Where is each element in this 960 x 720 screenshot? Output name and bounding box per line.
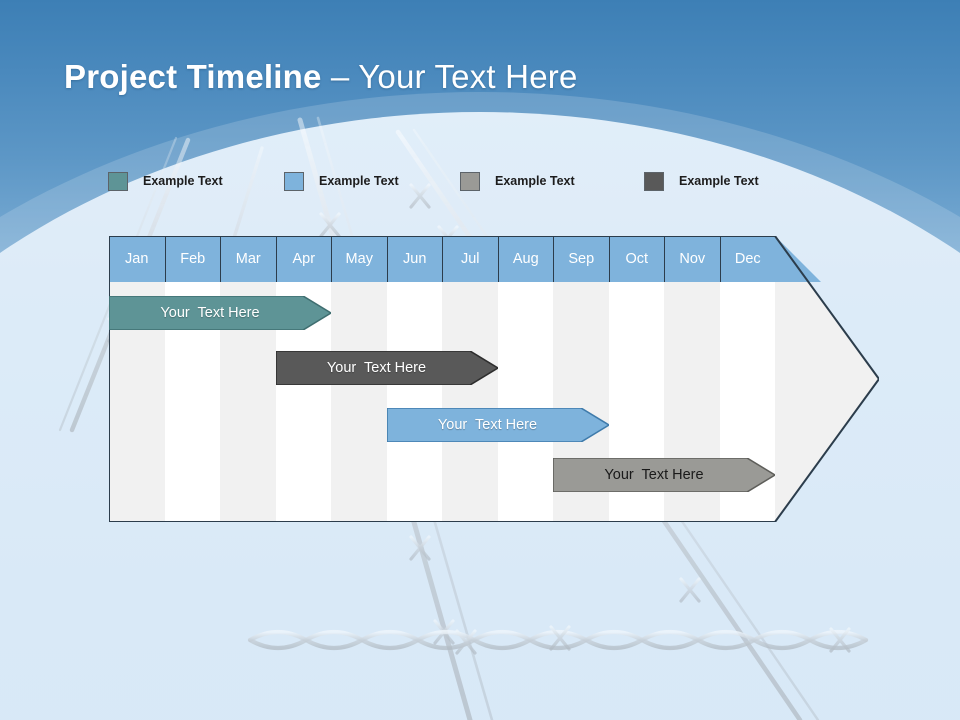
task-bar[interactable]: Your Text Here bbox=[386, 408, 609, 442]
legend-swatch-icon bbox=[108, 171, 128, 191]
month-header-aug[interactable]: Aug bbox=[497, 236, 554, 282]
month-header-oct[interactable]: Oct bbox=[608, 236, 665, 282]
legend-item[interactable]: Example Text bbox=[108, 168, 223, 194]
legend-swatch-icon bbox=[644, 171, 664, 191]
page-title-strong: Project Timeline bbox=[64, 58, 322, 95]
task-bar-label: Your Text Here bbox=[160, 305, 260, 321]
task-bar-arrow-icon bbox=[553, 458, 775, 492]
month-header-jul[interactable]: Jul bbox=[442, 236, 498, 282]
page-title: Project Timeline – Your Text Here bbox=[64, 58, 578, 96]
task-bar[interactable]: Your Text Here bbox=[109, 296, 331, 330]
task-bar-label: Your Text Here bbox=[604, 467, 704, 483]
task-bar[interactable]: Your Text Here bbox=[275, 351, 498, 385]
month-column-may bbox=[331, 282, 387, 522]
task-bar[interactable]: Your Text Here bbox=[553, 458, 775, 492]
legend-swatch-icon bbox=[460, 171, 480, 191]
legend-label: Example Text bbox=[679, 174, 759, 188]
task-bar-label: Your Text Here bbox=[326, 360, 427, 376]
task-bar-label: Your Text Here bbox=[437, 417, 538, 433]
legend-swatch-icon bbox=[284, 171, 304, 191]
task-bar-arrow-icon bbox=[386, 408, 609, 442]
page-title-light: – Your Text Here bbox=[321, 58, 578, 95]
month-header-may[interactable]: May bbox=[331, 236, 387, 282]
legend-item[interactable]: Example Text bbox=[284, 168, 399, 194]
legend: Example Text Example Text Example Text Exam… bbox=[108, 168, 828, 196]
month-column-jun bbox=[386, 282, 442, 522]
legend-item[interactable]: Example Text bbox=[644, 168, 759, 194]
month-header-feb[interactable]: Feb bbox=[164, 236, 221, 282]
month-column-aug bbox=[497, 282, 553, 522]
month-header-dec[interactable]: Dec bbox=[719, 236, 776, 282]
month-column-jul bbox=[442, 282, 498, 522]
task-bar-arrow-icon bbox=[109, 296, 331, 330]
month-header-jan[interactable]: Jan bbox=[125, 251, 149, 267]
task-bar-arrow-icon bbox=[275, 351, 498, 385]
month-header-sep[interactable]: Sep bbox=[553, 236, 609, 282]
legend-label: Example Text bbox=[495, 174, 575, 188]
month-header-apr[interactable]: Apr bbox=[275, 236, 332, 282]
month-header-mar[interactable]: Mar bbox=[220, 236, 276, 282]
month-header-jun[interactable]: Jun bbox=[386, 236, 443, 282]
legend-label: Example Text bbox=[319, 174, 399, 188]
legend-item[interactable]: Example Text bbox=[460, 168, 575, 194]
legend-label: Example Text bbox=[143, 174, 223, 188]
month-header-nov[interactable]: Nov bbox=[664, 236, 720, 282]
